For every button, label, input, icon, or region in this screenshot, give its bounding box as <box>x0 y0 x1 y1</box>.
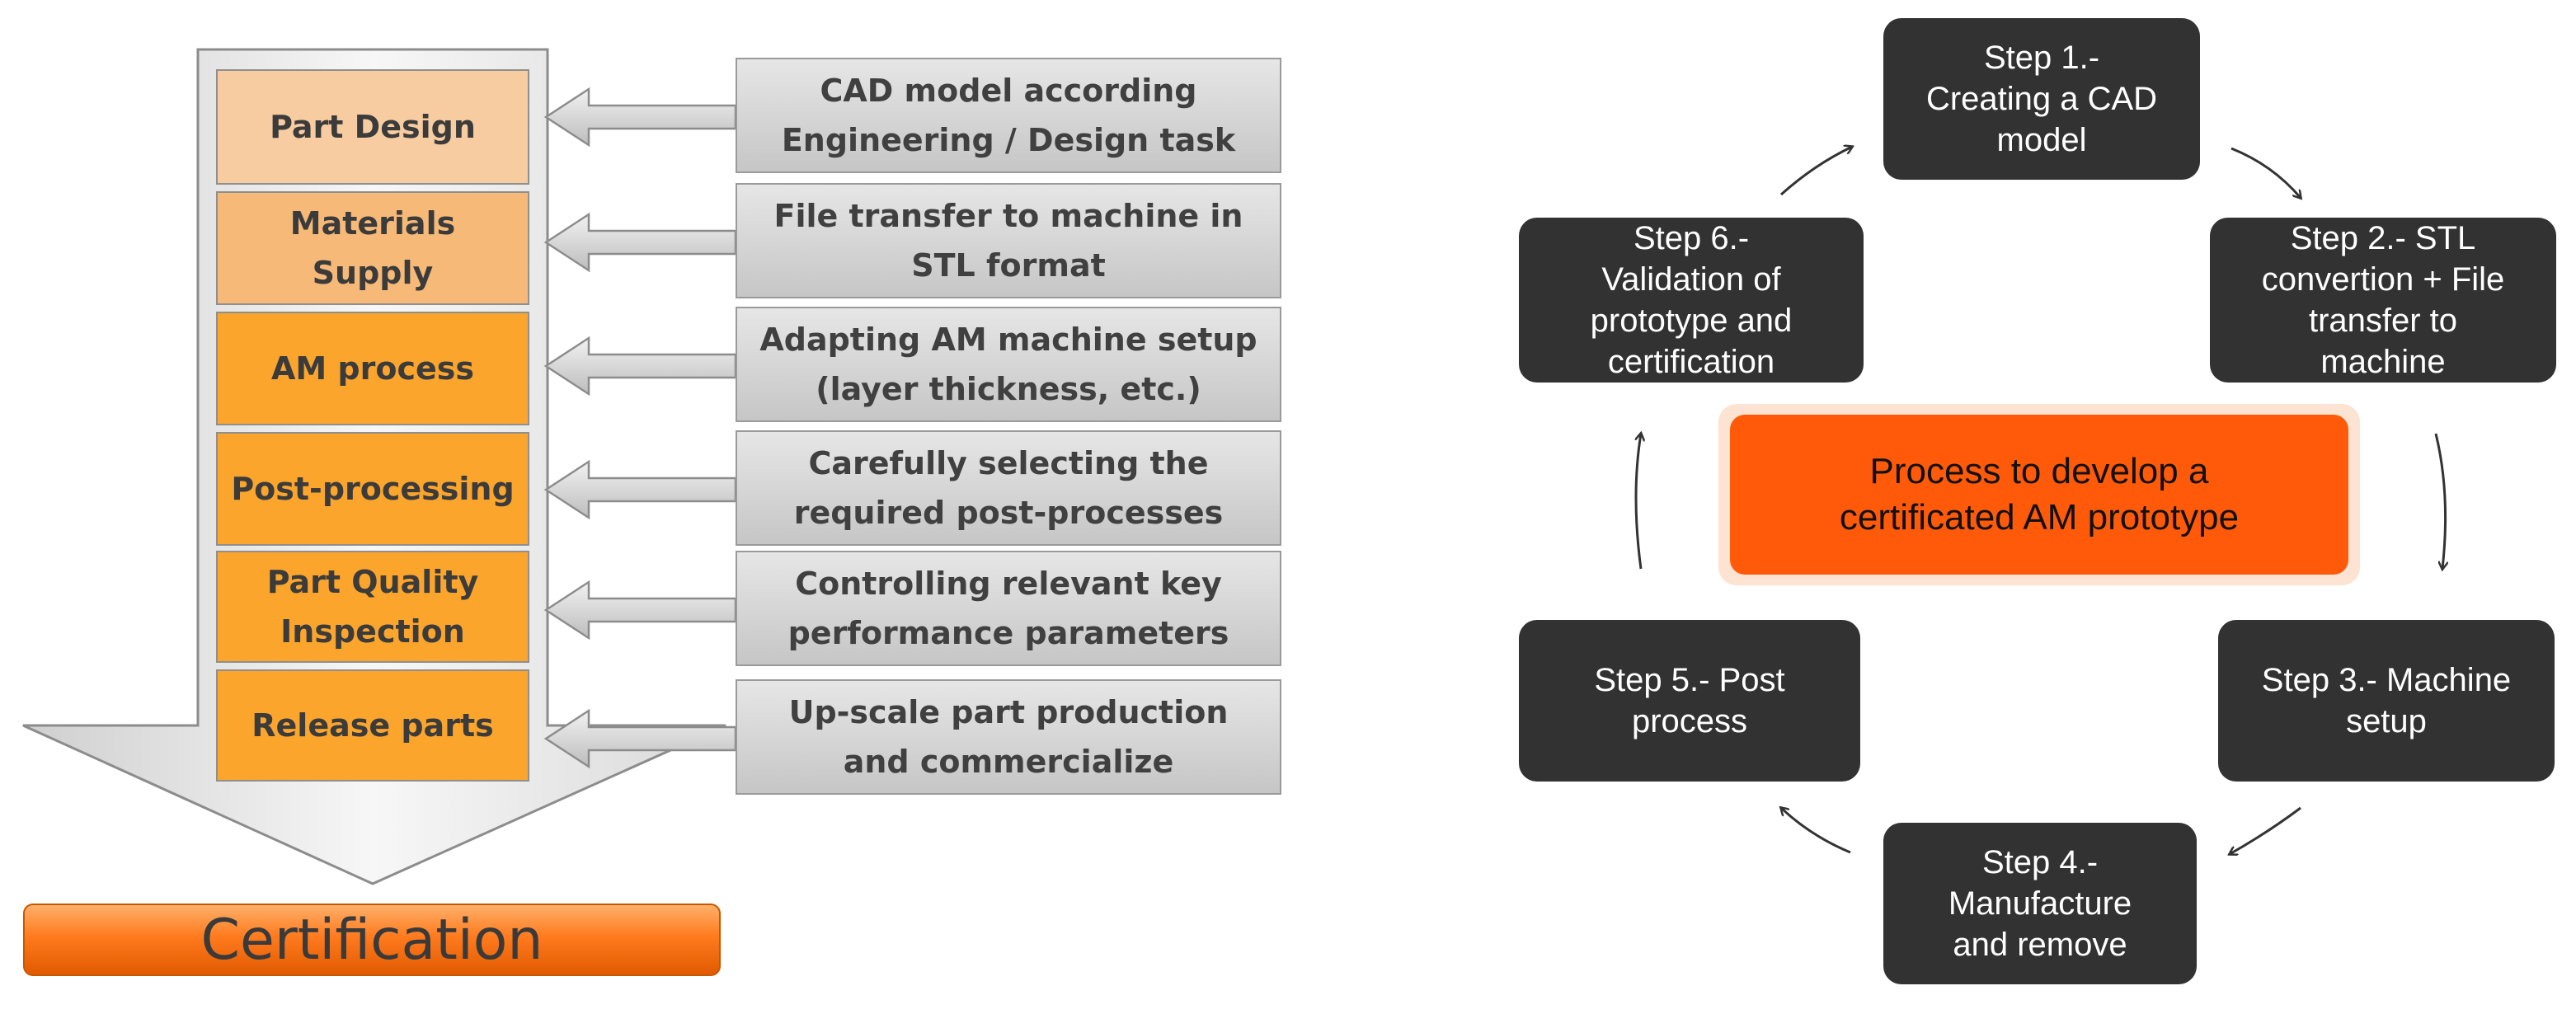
task-box-3: Adapting AM machine setup (layer thicknes… <box>736 307 1281 422</box>
stage-label-line: Post-processing <box>231 471 515 507</box>
stage-label-line: Inspection <box>280 613 465 650</box>
cycle-step-line: model <box>1996 122 2087 158</box>
cycle-step-line: convertion + File <box>2261 261 2505 298</box>
cycle-step-5: Step 5.- Post process <box>1519 620 1860 782</box>
feed-arrow-3 <box>543 336 737 397</box>
cycle-step-line: Step 2.- STL <box>2290 220 2476 256</box>
cycle-step-line: setup <box>2346 703 2427 739</box>
cycle-step-line: Creating a CAD <box>1925 81 2158 117</box>
task-label-line: Adapting AM machine setup <box>759 322 1257 358</box>
task-label-line: Up-scale part production <box>788 694 1229 730</box>
cycle-step-line: process <box>1631 703 1748 739</box>
feed-arrow-4 <box>543 459 737 520</box>
task-label-line: CAD model according <box>820 73 1197 109</box>
center-process-label: Process to develop a certificated AM pro… <box>1730 415 2348 575</box>
stage-box-3: AM process <box>216 312 529 425</box>
stage-box-4: Post-processing <box>216 432 529 546</box>
task-label-line: (layer thickness, etc.) <box>816 371 1201 407</box>
task-label-line: Engineering / Design task <box>781 122 1236 158</box>
certification-label: Certification <box>200 907 543 973</box>
center-line-1: Process to develop a <box>1869 451 2209 491</box>
stage-label-line: Part Quality <box>266 564 479 600</box>
feed-arrow-5 <box>543 580 737 641</box>
task-label-line: and commercialize <box>843 744 1174 780</box>
cycle-step-1: Step 1.- Creating a CAD model <box>1883 18 2200 180</box>
feed-arrow-6 <box>543 708 737 769</box>
cycle-step-2: Step 2.- STL convertion + File transfer to… <box>2210 218 2556 383</box>
stage-box-1: Part Design <box>216 69 529 185</box>
cycle-step-line: Step 4.- <box>1981 844 2099 880</box>
stage-box-6: Release parts <box>216 669 529 782</box>
cycle-step-line: Step 3.- Machine <box>2261 662 2512 698</box>
cycle-arrow-2-to-3 <box>2434 433 2446 569</box>
cycle-step-3: Step 3.- Machine setup <box>2218 620 2555 782</box>
task-box-6: Up-scale part production and commercializ… <box>736 679 1281 795</box>
cycle-step-line: transfer to <box>2308 303 2458 339</box>
cycle-step-line: machine <box>2320 344 2446 380</box>
task-label-line: File transfer to machine in <box>773 198 1243 234</box>
feed-arrow-1 <box>543 87 737 148</box>
cycle-step-4: Step 4.- Manufacture and remove <box>1883 823 2197 984</box>
stage-label-line: Part Design <box>270 109 476 145</box>
cycle-arrow-6-to-1 <box>1779 147 1852 196</box>
feed-arrow-2 <box>543 212 737 273</box>
task-box-5: Controlling relevant key performance para… <box>736 551 1281 666</box>
cycle-step-line: Manufacture <box>1948 885 2132 922</box>
cycle-step-6: Step 6.- Validation of prototype and certif… <box>1519 218 1864 383</box>
cycle-arrow-3-to-4 <box>2230 806 2301 854</box>
stage-label-line: AM process <box>270 350 475 387</box>
cycle-step-line: Step 1.- <box>1983 40 2100 76</box>
cycle-arrow-4-to-5 <box>1781 808 1851 854</box>
cycle-arrow-1-to-2 <box>2230 147 2301 198</box>
cycle-step-line: Step 6.- <box>1633 220 1750 256</box>
center-process-box: Process to develop a certificated AM pro… <box>1718 404 2360 585</box>
cycle-step-line: certification <box>1607 344 1775 380</box>
stage-label-line: Supply <box>312 255 434 291</box>
task-label-line: performance parameters <box>787 615 1229 651</box>
cycle-step-line: Validation of <box>1601 261 1781 298</box>
stage-label-line: Release parts <box>251 707 494 744</box>
task-box-2: File transfer to machine in STL format <box>736 183 1281 298</box>
task-label-line: STL format <box>911 247 1106 284</box>
task-label-line: Controlling relevant key <box>795 566 1222 602</box>
task-box-4: Carefully selecting the required post-pro… <box>736 430 1281 546</box>
stage-label-line: Materials <box>289 205 456 242</box>
cycle-step-line: Step 5.- Post <box>1594 662 1785 698</box>
cycle-step-line: prototype and <box>1590 303 1793 339</box>
certification-bar: Certification <box>23 904 721 976</box>
task-label-line: required post-processes <box>793 495 1224 531</box>
center-line-2: certificated AM prototype <box>1839 497 2240 538</box>
task-label-line: Carefully selecting the <box>808 445 1209 481</box>
cycle-step-line: and remove <box>1953 927 2127 963</box>
cycle-arrow-5-to-6 <box>1634 434 1641 570</box>
